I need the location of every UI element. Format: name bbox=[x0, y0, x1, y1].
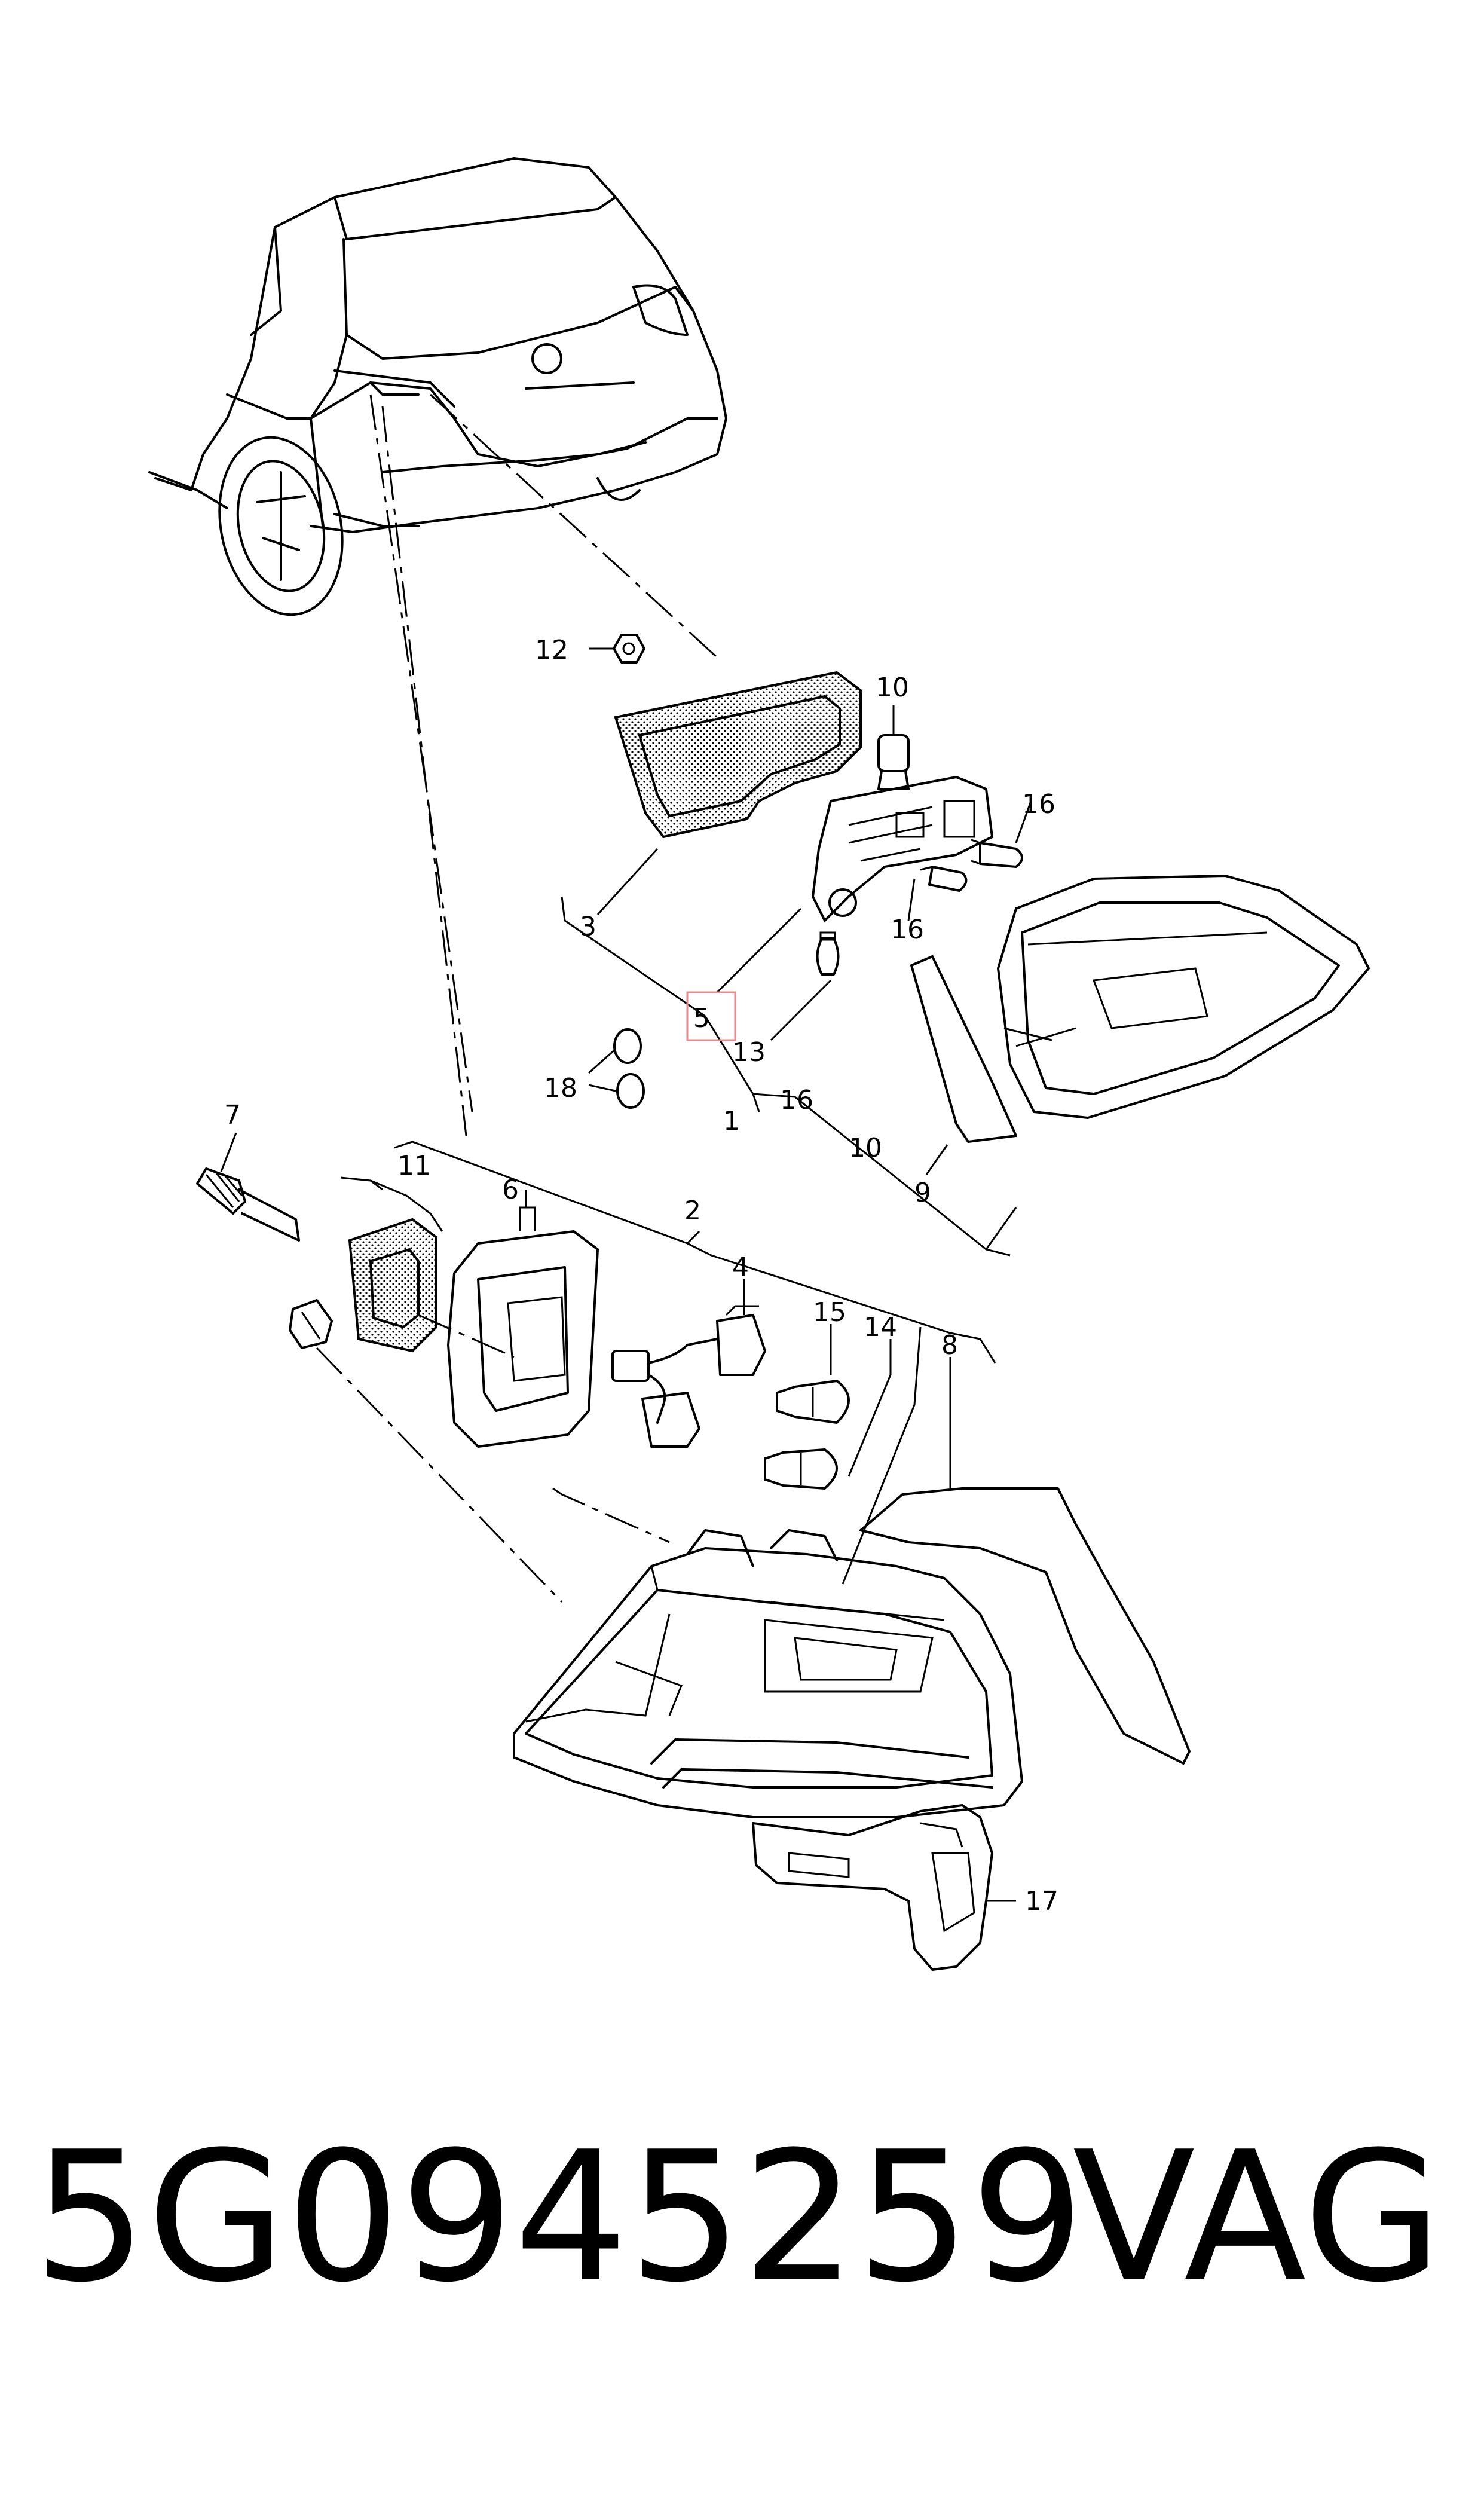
wiring-harness-4 bbox=[611, 1279, 766, 1448]
nut-12 bbox=[589, 634, 645, 664]
callout-18: 18 bbox=[544, 1073, 577, 1103]
gasket-11 bbox=[348, 1218, 437, 1353]
callout-6: 6 bbox=[502, 1175, 519, 1205]
lamp-carrier-6 bbox=[447, 1190, 599, 1448]
leader-car-to-upper-lamp bbox=[429, 393, 718, 659]
lower-lamp-group bbox=[196, 1132, 1191, 1971]
footer: 5G0945259 VAG bbox=[0, 2128, 1484, 2379]
screw-7 bbox=[196, 1132, 300, 1242]
brand-name: VAG bbox=[1072, 2113, 1442, 2322]
callout-16-bottom: 16 bbox=[780, 1085, 813, 1115]
callout-17: 17 bbox=[1025, 1886, 1058, 1916]
car-rear-illustration bbox=[148, 157, 727, 616]
exploded-parts-diagram: 12 10 16 16 3 5 13 16 1 10 9 18 7 11 6 2… bbox=[148, 157, 1370, 1971]
washer-18-a bbox=[613, 1028, 642, 1064]
leader-car-to-lower-lamp bbox=[369, 394, 473, 1112]
bulb-16-right bbox=[971, 800, 1032, 868]
bulb-15 bbox=[776, 1324, 850, 1424]
upper-lamp-group bbox=[561, 634, 1370, 1257]
bulb-14 bbox=[764, 1339, 892, 1490]
callout-13: 13 bbox=[732, 1037, 766, 1068]
callout-labels: 12 10 16 16 3 5 13 16 1 10 9 18 7 11 6 2… bbox=[224, 635, 1058, 1916]
callout-2: 2 bbox=[684, 1196, 701, 1226]
callout-12: 12 bbox=[535, 635, 568, 665]
callout-9: 9 bbox=[914, 1178, 931, 1208]
callout-1: 1 bbox=[723, 1106, 740, 1136]
bulb-carrier-5 bbox=[812, 776, 993, 922]
callout-15: 15 bbox=[813, 1297, 846, 1328]
gasket-3 bbox=[614, 671, 862, 839]
highlight-box-part-5 bbox=[686, 991, 736, 1041]
mounting-bracket-17 bbox=[752, 1804, 1016, 1971]
callout-16-right: 16 bbox=[1022, 789, 1055, 820]
washer-18-b bbox=[616, 1073, 645, 1109]
bulb-13 bbox=[770, 931, 840, 1041]
part-number: 5G0945259 bbox=[33, 2113, 1085, 2322]
callout-7: 7 bbox=[224, 1100, 241, 1130]
callout-8: 8 bbox=[941, 1330, 958, 1361]
cap-nut bbox=[289, 1299, 333, 1349]
callout-4: 4 bbox=[732, 1252, 749, 1283]
trim-strip-9 bbox=[910, 955, 1017, 1143]
callout-16-lower: 16 bbox=[891, 915, 924, 945]
callout-14: 14 bbox=[864, 1312, 897, 1343]
callout-11: 11 bbox=[397, 1151, 431, 1181]
callout-3: 3 bbox=[580, 912, 596, 942]
trim-panel-8 bbox=[859, 1487, 1191, 1765]
inner-tail-lamp bbox=[997, 875, 1370, 1119]
bulb-16-lower bbox=[907, 866, 968, 921]
bulb-holder-10 bbox=[877, 705, 910, 790]
callout-10-lower: 10 bbox=[849, 1133, 882, 1163]
callout-10-upper: 10 bbox=[876, 672, 909, 703]
outer-tail-lamp bbox=[513, 1529, 1023, 1818]
callout-5: 5 bbox=[693, 1003, 710, 1034]
